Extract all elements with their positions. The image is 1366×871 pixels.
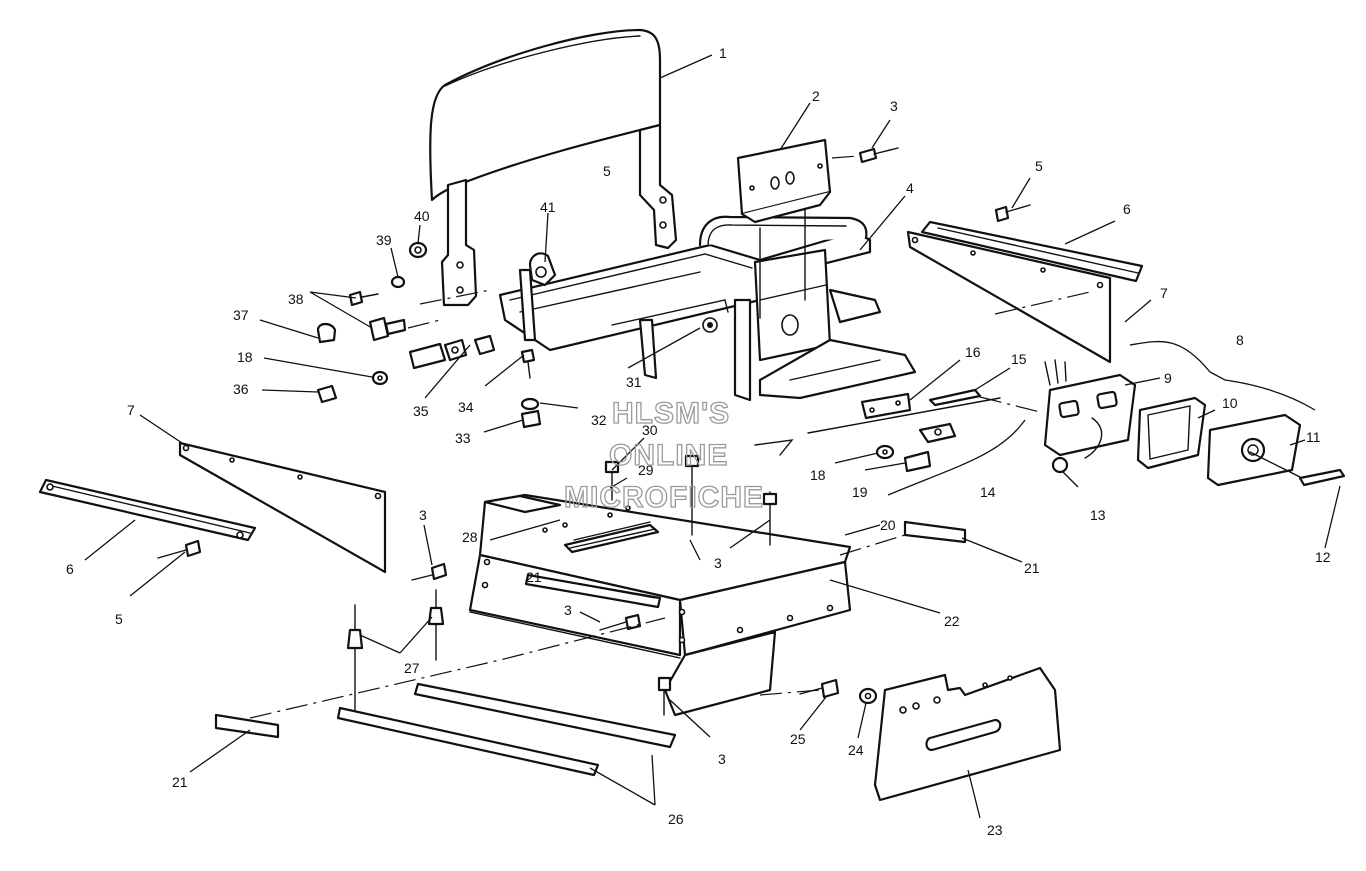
callout-4: 4 xyxy=(906,180,914,196)
callout-9: 9 xyxy=(1164,370,1172,386)
trim-rail-left xyxy=(38,478,257,542)
leader-lines xyxy=(84,54,1341,819)
callout-5: 5 xyxy=(115,611,123,627)
callout-21: 21 xyxy=(526,569,542,585)
callout-3: 3 xyxy=(419,507,427,523)
callout-35: 35 xyxy=(413,403,429,419)
callout-1: 1 xyxy=(719,45,727,61)
callout-25: 25 xyxy=(790,731,806,747)
callout-40: 40 xyxy=(414,208,430,224)
callout-36: 36 xyxy=(233,381,249,397)
callout-labels: 1 2 3 4 5 5 6 7 8 9 10 11 12 13 14 15 16… xyxy=(66,45,1331,838)
callout-23: 23 xyxy=(987,822,1003,838)
callout-33: 33 xyxy=(455,430,471,446)
callout-38: 38 xyxy=(288,291,304,307)
callout-3: 3 xyxy=(890,98,898,114)
callout-11: 11 xyxy=(1306,429,1321,445)
callout-18: 18 xyxy=(237,349,253,365)
callout-13: 13 xyxy=(1090,507,1106,523)
rivet-5-left xyxy=(157,539,202,559)
watermark: HLSM'S ONLINE MICROFICHE xyxy=(563,396,764,514)
tail-light-assembly xyxy=(1043,359,1346,487)
watermark-line-2: ONLINE xyxy=(609,439,728,472)
callout-15: 15 xyxy=(1011,351,1027,367)
storage-box xyxy=(468,493,852,717)
callout-20: 20 xyxy=(880,517,896,533)
plate-2 xyxy=(736,138,832,319)
callout-30: 30 xyxy=(642,422,658,438)
side-panel-left xyxy=(178,441,387,574)
callout-2: 2 xyxy=(812,88,820,104)
callout-7: 7 xyxy=(1160,285,1168,301)
callout-31: 31 xyxy=(626,374,642,390)
callout-37: 37 xyxy=(233,307,249,323)
callout-27: 27 xyxy=(404,660,420,676)
watermark-line-1: HLSM'S xyxy=(612,397,730,430)
bolt-19 xyxy=(903,450,932,473)
callout-24: 24 xyxy=(848,742,864,758)
callout-22: 22 xyxy=(944,613,960,629)
trim-rail-right xyxy=(920,220,1144,283)
decal-20 xyxy=(903,520,967,544)
cotter-pin-17 xyxy=(754,439,794,456)
rivets-3 xyxy=(346,454,778,716)
bracket-28 xyxy=(483,494,562,514)
callout-10: 10 xyxy=(1222,395,1238,411)
callout-18: 18 xyxy=(810,467,826,483)
callout-32: 32 xyxy=(591,412,607,428)
runners-26 xyxy=(336,682,677,777)
rack-frame xyxy=(498,215,917,402)
callout-3: 3 xyxy=(564,602,572,618)
bolt-3-top xyxy=(831,147,899,164)
rear-plate xyxy=(873,666,1062,802)
callout-41: 41 xyxy=(540,199,556,215)
center-lines xyxy=(249,289,906,719)
callout-26: 26 xyxy=(668,811,684,827)
callout-12: 12 xyxy=(1315,549,1331,565)
mount-bracket-16 xyxy=(807,388,1041,444)
callout-6: 6 xyxy=(1123,201,1131,217)
callout-39: 39 xyxy=(376,232,392,248)
callout-5: 5 xyxy=(1035,158,1043,174)
washer-18-right xyxy=(875,444,895,460)
callout-14: 14 xyxy=(980,484,996,500)
rivet-25-washer-24 xyxy=(799,678,878,705)
side-panel-right xyxy=(906,230,1112,364)
callout-16: 16 xyxy=(965,344,981,360)
callout-21: 21 xyxy=(172,774,188,790)
callout-34: 34 xyxy=(458,399,474,415)
callout-6: 6 xyxy=(66,561,74,577)
decal-21-bottom xyxy=(214,713,280,739)
callout-7: 7 xyxy=(127,402,135,418)
callout-3: 3 xyxy=(714,555,722,571)
watermark-line-3: MICROFICHE xyxy=(564,481,764,514)
callout-3: 3 xyxy=(718,751,726,767)
callout-5: 5 xyxy=(603,163,611,179)
backrest-hardware xyxy=(316,241,542,429)
callout-8: 8 xyxy=(1236,332,1244,348)
callout-19: 19 xyxy=(852,484,868,500)
callout-29: 29 xyxy=(638,462,654,478)
backrest xyxy=(429,28,678,307)
rivet-5-right xyxy=(994,204,1031,223)
callout-28: 28 xyxy=(462,529,478,545)
callout-21: 21 xyxy=(1024,560,1040,576)
